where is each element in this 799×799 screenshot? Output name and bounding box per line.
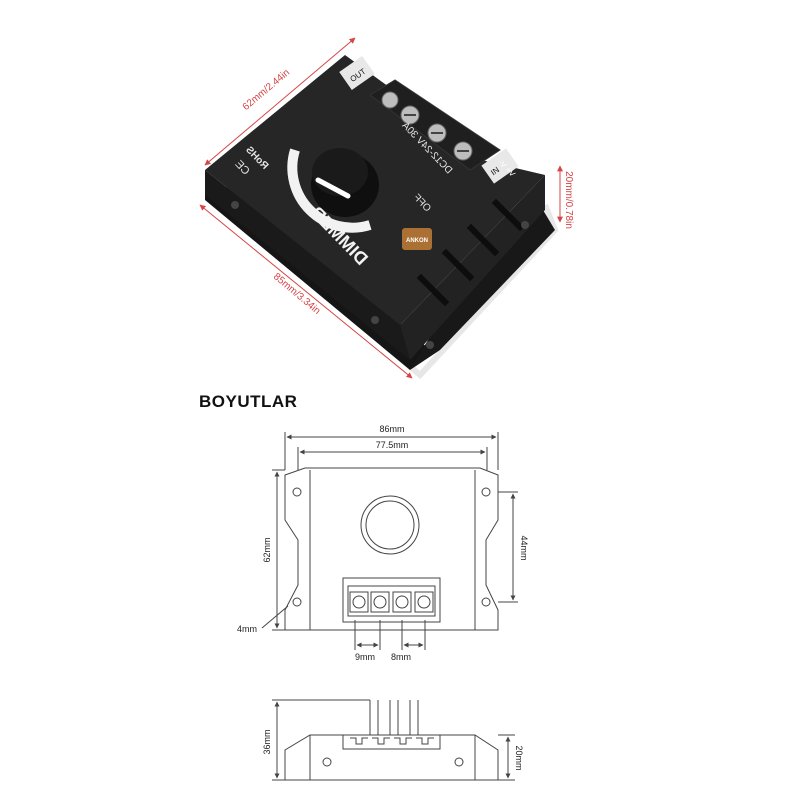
side-height-label: 36mm	[262, 729, 272, 754]
inner-width-label: 77.5mm	[376, 440, 409, 450]
side-view-dimensions	[272, 699, 515, 781]
in-label: IN	[489, 165, 501, 177]
overall-height-label: 62mm	[262, 537, 272, 562]
photo-height-label: 20mm/0.78in	[563, 171, 574, 229]
top-view-dimensions	[261, 432, 518, 650]
terminal-screws	[381, 91, 473, 161]
side-view-drawing	[284, 700, 499, 781]
svg-text:ANKON: ANKON	[406, 238, 428, 244]
section-heading: BOYUTLAR	[199, 392, 298, 411]
body-height-label: 20mm	[514, 745, 524, 770]
inner-height-label: 44mm	[519, 535, 529, 560]
overall-width-label: 86mm	[379, 424, 404, 434]
pitch-b-label: 8mm	[391, 652, 411, 662]
pitch-a-label: 9mm	[355, 652, 375, 662]
top-view-drawing	[284, 467, 499, 631]
hole-label: 4mm	[237, 624, 257, 634]
watermark-logo: ANKON	[402, 228, 432, 250]
